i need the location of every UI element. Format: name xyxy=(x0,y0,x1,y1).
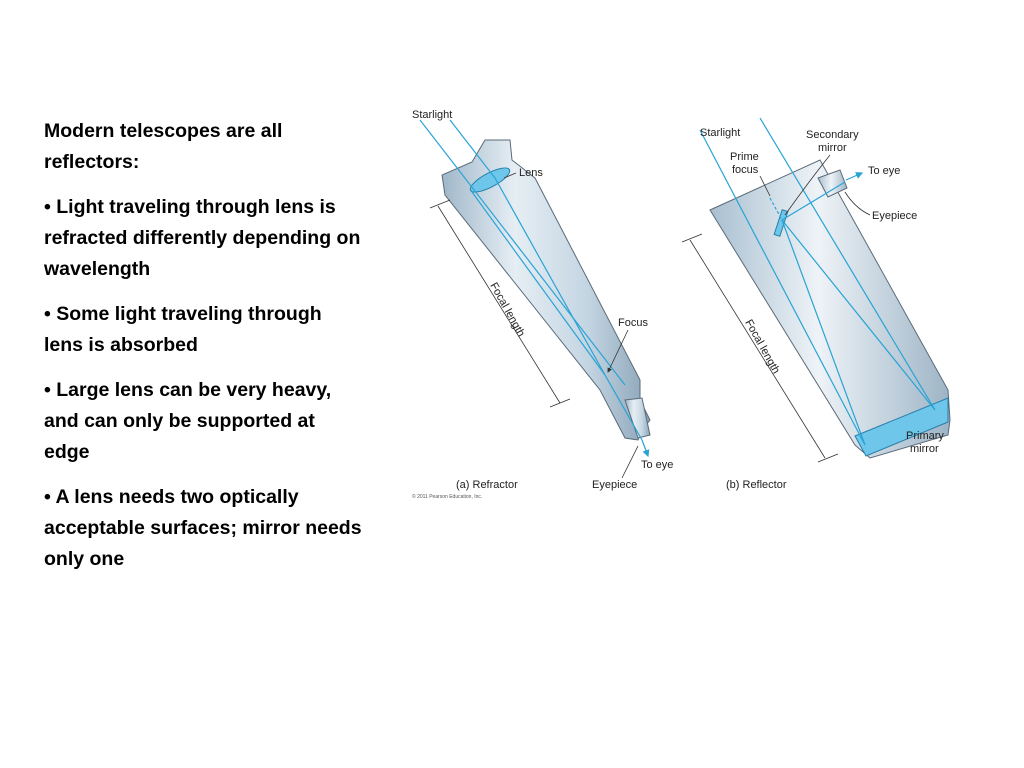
telescope-diagram: Starlight Lens Focal length Focus To eye… xyxy=(412,109,951,500)
focus-ray-2 xyxy=(471,191,606,376)
refractor-focal-tick-top xyxy=(429,199,451,209)
reflector-focal-length-label: Focal length xyxy=(742,318,782,376)
refractor-starlight-label: Starlight xyxy=(412,109,452,121)
text-column: Modern telescopes are all reflectors: • … xyxy=(44,116,364,589)
refractor-group: Starlight Lens Focal length Focus To eye… xyxy=(412,109,673,500)
reflector-eyepiece-label: Eyepiece xyxy=(872,210,917,222)
secondary-mirror-label-2: mirror xyxy=(818,142,847,154)
bullet-1: • Light traveling through lens is refrac… xyxy=(44,196,361,280)
telescope-figure: Starlight Lens Focal length Focus To eye… xyxy=(400,100,960,510)
prime-focus-leader xyxy=(759,175,771,197)
lens-label: Lens xyxy=(519,167,543,179)
prime-focus-dash xyxy=(769,197,783,221)
reflector-starlight-label: Starlight xyxy=(700,127,740,139)
refractor-to-eye-label: To eye xyxy=(641,459,673,471)
focus-ray-1 xyxy=(494,177,606,376)
refractor-focal-length-line xyxy=(437,205,561,404)
lens-leader xyxy=(503,172,517,179)
copyright-text: © 2011 Pearson Education, Inc. xyxy=(412,493,482,500)
starlight-ray-2 xyxy=(449,119,496,179)
refractor-to-eye-arrow xyxy=(641,439,650,458)
reflector-focal-tick-bottom xyxy=(817,453,839,463)
reflector-eyepiece-tube xyxy=(817,169,848,198)
reflector-tube xyxy=(709,159,951,459)
reflector-ray-left xyxy=(699,129,866,446)
reflector-group: Starlight Prime focus Secondary mirror T… xyxy=(681,117,951,491)
bullet-3: • Large lens can be very heavy, and can … xyxy=(44,379,332,463)
secondary-mirror-label-1: Secondary xyxy=(806,129,859,141)
prime-focus-label-1: Prime xyxy=(730,151,759,163)
reflected-ray-1 xyxy=(781,219,866,446)
focus-leader xyxy=(607,329,629,373)
reflector-to-eye-arrow xyxy=(845,172,864,181)
reflected-ray-2 xyxy=(781,219,936,411)
bullet-4: • A lens needs two optically acceptable … xyxy=(44,486,362,570)
primary-mirror-label-2: mirror xyxy=(910,443,939,455)
reflector-caption: (b) Reflector xyxy=(726,479,787,491)
primary-mirror-icon xyxy=(854,397,949,457)
reflector-focal-length-line xyxy=(689,239,826,459)
heading-text: Modern telescopes are all reflectors: xyxy=(44,120,283,173)
reflector-eyepiece-leader xyxy=(844,191,871,216)
eyepiece-ray xyxy=(604,374,643,441)
refractor-caption: (a) Refractor xyxy=(456,479,518,491)
reflector-ray-right xyxy=(759,117,936,411)
prime-focus-label-2: focus xyxy=(732,164,759,176)
refractor-focal-tick-bottom xyxy=(549,398,571,408)
refractor-eyepiece-label: Eyepiece xyxy=(592,479,637,491)
reflector-to-eye-label: To eye xyxy=(868,165,900,177)
focus-label: Focus xyxy=(618,317,648,329)
reflector-focal-tick-top xyxy=(681,233,703,243)
bullet-2: • Some light traveling through lens is a… xyxy=(44,303,322,356)
secondary-mirror-leader xyxy=(784,154,831,216)
lens-icon xyxy=(469,167,511,193)
secondary-to-eyepiece-ray xyxy=(781,181,846,221)
starlight-ray-1 xyxy=(419,119,626,386)
primary-mirror-label-1: Primary xyxy=(906,430,944,442)
refractor-eyepiece-leader xyxy=(621,445,639,479)
